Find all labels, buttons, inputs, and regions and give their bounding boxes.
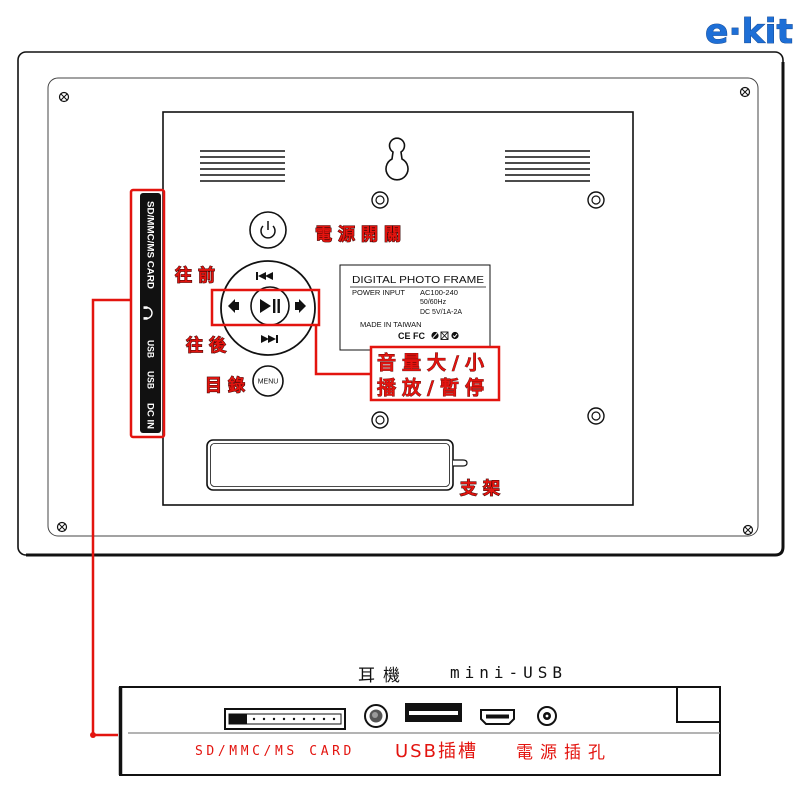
- rating-plate-power-input-value: AC100-240: [420, 288, 458, 297]
- screw-icon: [56, 521, 68, 533]
- callout-box-volume-play: 音量大/小 播放/暫停: [369, 345, 501, 402]
- rating-plate-dc-rating: DC 5V/1A-2A: [420, 309, 462, 316]
- screw-icon: [742, 524, 754, 536]
- power-button: [249, 211, 287, 249]
- brand-logo: e·kit: [705, 12, 793, 52]
- callout-connector-dot: [90, 732, 96, 738]
- screw-hole-icon: [587, 407, 605, 425]
- volume-up-icon: [295, 299, 306, 313]
- dc-power-jack: [537, 706, 557, 726]
- port-strip: 耳機 mini-USB SD/MMC/MS CARD USB插槽 電源插孔: [118, 663, 721, 776]
- usb-port: [405, 703, 462, 722]
- callout-connector-volume-play: [314, 325, 371, 376]
- screw-icon: [58, 91, 70, 103]
- play-pause-button: [250, 286, 290, 326]
- screw-hole-icon: [371, 191, 389, 209]
- callout-power-switch: 電源開關: [315, 224, 407, 245]
- label-earphone: 耳機: [358, 666, 408, 686]
- stand: [206, 439, 468, 491]
- side-port-panel: SD/MMC/MS CARD USB USB DC IN: [129, 188, 166, 439]
- skip-next-icon: [261, 335, 278, 343]
- screw-hole-icon: [587, 191, 605, 209]
- label-mini-usb: mini-USB: [450, 663, 567, 682]
- sd-card-slot: [224, 708, 346, 730]
- port-strip-step: [676, 687, 720, 723]
- rating-plate-origin: MADE IN TAIWAN: [360, 320, 422, 329]
- side-port-highlight: [129, 188, 166, 439]
- mini-usb-port: [480, 709, 515, 725]
- power-icon: [260, 221, 276, 239]
- frame-inner-border: [47, 77, 759, 537]
- ce-mark: CE: [398, 331, 411, 341]
- fc-mark: FC: [413, 331, 425, 341]
- screw-hole-icon: [371, 411, 389, 429]
- earphone-jack: [364, 704, 388, 728]
- rating-plate: DIGITAL PHOTO FRAME POWER INPUT AC100-24…: [339, 264, 491, 351]
- label-card-slot: SD/MMC/MS CARD: [195, 744, 355, 759]
- play-pause-icon: [260, 299, 280, 313]
- label-usb-slot: USB插槽: [395, 741, 478, 762]
- navigation-pad: [220, 260, 316, 356]
- weee-bin-icon: [440, 331, 449, 340]
- screw-icon: [739, 86, 751, 98]
- side-label-usb-1: USB: [146, 340, 156, 358]
- callout-connector-ports: [91, 298, 131, 737]
- stand-hinge-tab: [453, 459, 468, 467]
- rating-plate-title: DIGITAL PHOTO FRAME: [352, 274, 484, 286]
- vent-right: [505, 150, 590, 182]
- frame-edge-shadow: [26, 62, 785, 557]
- rating-plate-frequency: 50/60Hz: [420, 299, 447, 306]
- volume-down-icon: [228, 299, 239, 313]
- side-label-dc-in: DC IN: [146, 403, 156, 429]
- check-circle-icon: [451, 331, 459, 340]
- menu-button: MENU: [252, 365, 284, 397]
- side-label-usb-2: USB: [146, 371, 156, 389]
- menu-button-label: MENU: [258, 379, 279, 386]
- callout-volume: 音量大/小: [377, 351, 490, 374]
- headphone-icon: [143, 306, 153, 320]
- callout-previous: 往前: [175, 265, 221, 286]
- side-label-card-slot: SD/MMC/MS CARD: [146, 201, 156, 290]
- rear-panel: 電源開關: [162, 111, 634, 506]
- callout-highlight-volume-play: [210, 288, 321, 327]
- keyhole-icon: [385, 137, 409, 181]
- skip-previous-icon: [256, 272, 273, 280]
- vent-left: [200, 150, 285, 182]
- callout-stand: 支架: [460, 478, 506, 499]
- callout-play-pause: 播放/暫停: [377, 376, 490, 399]
- callout-menu: 目錄: [205, 375, 251, 396]
- rohs-icon: [431, 331, 439, 340]
- side-port-strip: [140, 193, 161, 433]
- rating-plate-power-input-label: POWER INPUT: [352, 288, 405, 297]
- callout-next: 往後: [186, 335, 232, 356]
- label-power-jack: 電源插孔: [516, 743, 612, 763]
